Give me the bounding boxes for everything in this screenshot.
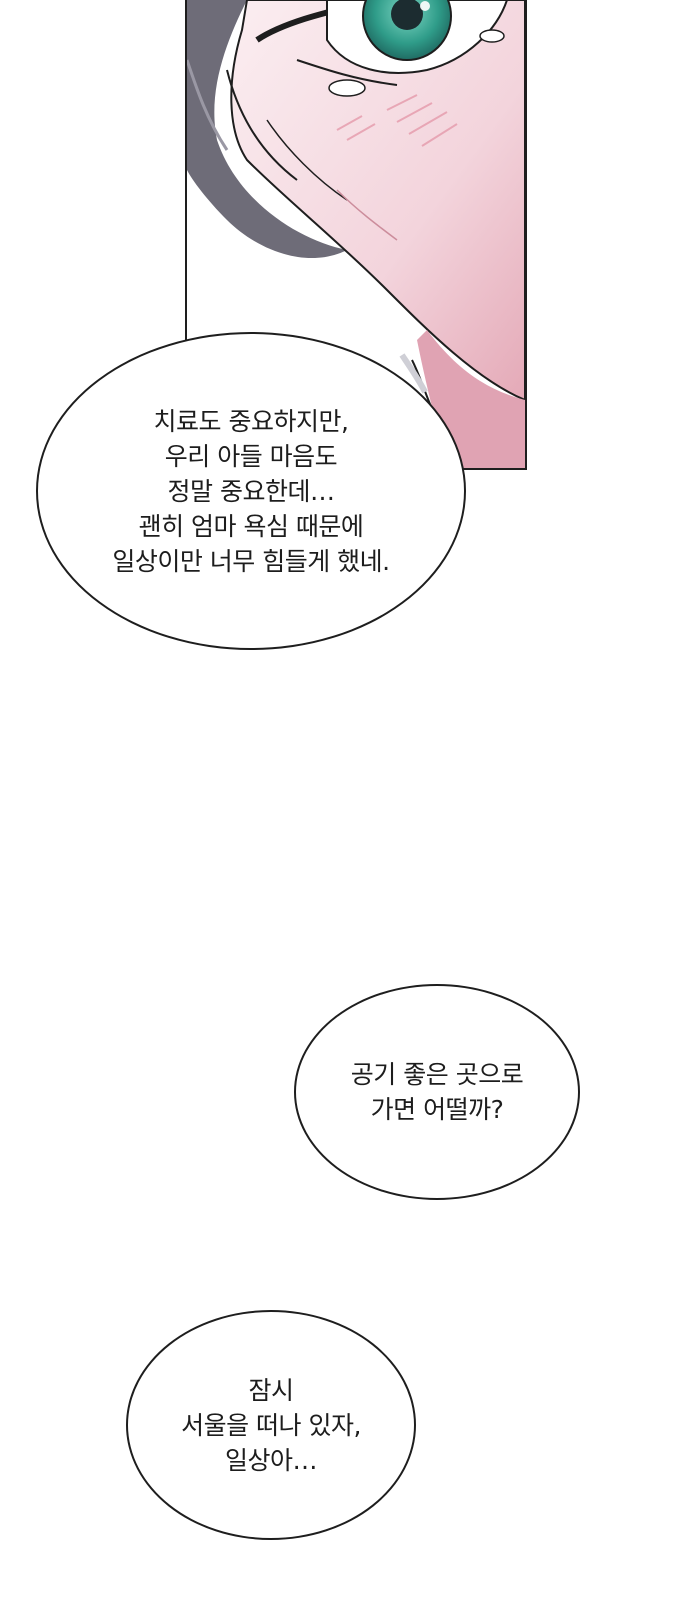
speech-line: 치료도 중요하지만, [153,406,349,436]
speech-bubble-text: 잠시 서울을 떠나 있자, 일상아… [181,1373,361,1478]
speech-line: 서울을 떠나 있자, [181,1410,361,1440]
speech-bubble-3: 잠시 서울을 떠나 있자, 일상아… [126,1310,416,1540]
speech-line: 정말 중요한데… [167,476,335,506]
speech-line: 일상이만 너무 힘들게 했네. [112,546,390,576]
speech-bubble-2: 공기 좋은 곳으로 가면 어떨까? [294,984,580,1200]
speech-bubble-1: 치료도 중요하지만, 우리 아들 마음도 정말 중요한데… 괜히 엄마 욕심 때… [36,332,466,650]
comic-panel [185,0,527,470]
speech-line: 공기 좋은 곳으로 [350,1060,524,1089]
speech-line: 잠시 [248,1375,294,1405]
speech-bubble-text: 치료도 중요하지만, 우리 아들 마음도 정말 중요한데… 괜히 엄마 욕심 때… [112,404,390,579]
speech-bubble-text: 공기 좋은 곳으로 가면 어떨까? [350,1057,524,1127]
speech-line: 가면 어떨까? [370,1095,504,1124]
speech-line: 우리 아들 마음도 [164,441,338,471]
crying-eye-illustration [187,0,525,468]
speech-line: 괜히 엄마 욕심 때문에 [138,511,364,541]
speech-line: 일상아… [224,1445,318,1475]
